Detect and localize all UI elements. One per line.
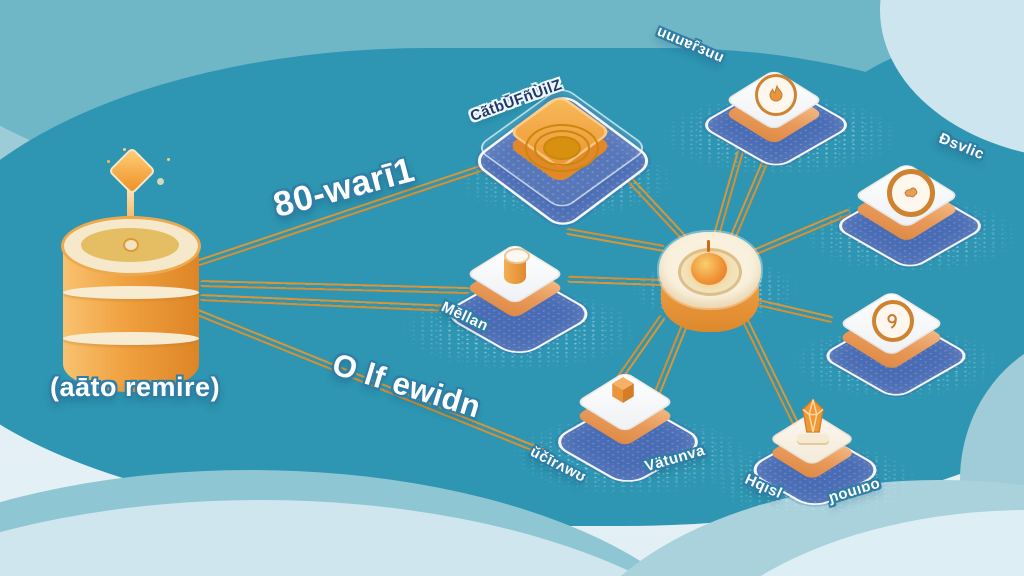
- ring: [525, 124, 599, 172]
- cube-icon: [610, 377, 636, 410]
- flame-icon: [755, 74, 797, 116]
- cylinder-top: [504, 248, 530, 264]
- database-stripe: [63, 332, 199, 345]
- ring: [534, 130, 590, 166]
- database-knob: [123, 238, 139, 252]
- database-cylinder-icon: [61, 146, 201, 408]
- gem-crystal-icon: [798, 396, 828, 443]
- ring-core: [543, 136, 581, 160]
- hub-stem: [707, 240, 710, 252]
- database-stripe: [63, 286, 199, 299]
- gem-pedestal: [797, 434, 829, 443]
- brain-icon: [887, 169, 935, 217]
- up-arrow-stem: [127, 176, 134, 234]
- nine-glyph-icon: [872, 300, 914, 342]
- database-label: (aāto remire): [50, 372, 221, 402]
- hub-core-icon: [691, 253, 727, 285]
